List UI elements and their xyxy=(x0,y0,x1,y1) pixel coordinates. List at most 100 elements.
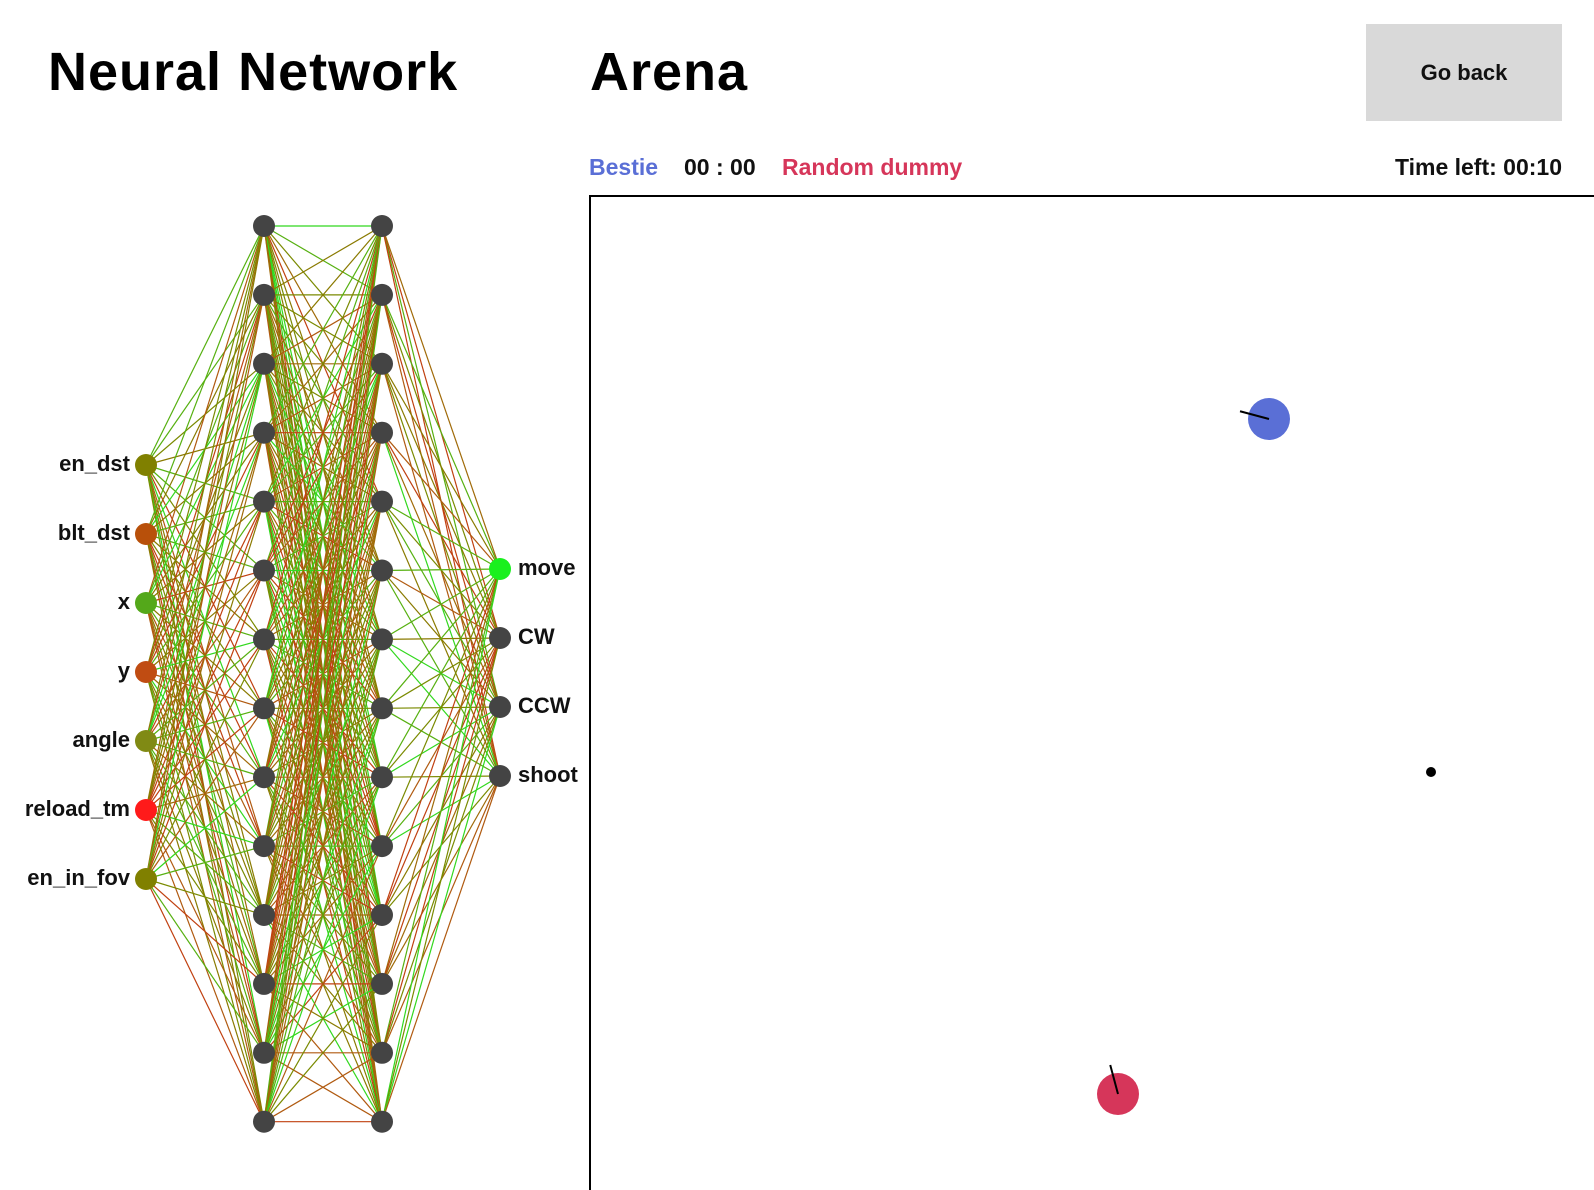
hidden2-node-9 xyxy=(371,835,393,858)
edge-in-h1-3-0 xyxy=(145,225,265,673)
edge-h1-h2-9-0 xyxy=(263,225,383,847)
edge-h2-out-7-0 xyxy=(381,568,501,709)
edge-in-h1-6-1 xyxy=(145,294,265,880)
input-node-blt_dst xyxy=(135,523,157,545)
hidden2-node-10 xyxy=(371,904,393,926)
hidden2-node-1 xyxy=(371,283,393,306)
edge-in-h1-6-7 xyxy=(145,707,265,880)
edge-h1-h2-13-1 xyxy=(263,294,383,1122)
edge-h1-h2-10-0 xyxy=(263,225,383,916)
edge-h2-out-3-0 xyxy=(381,432,501,570)
edge-h2-out-0-0 xyxy=(381,225,501,570)
output-label-CW: CW xyxy=(518,624,555,649)
hidden2-node-0 xyxy=(371,215,393,237)
hidden1-node-13 xyxy=(253,1110,275,1133)
bullet xyxy=(1426,767,1436,777)
edge-in-h1-2-0 xyxy=(145,225,265,604)
input-label-en_dst: en_dst xyxy=(59,451,131,476)
edge-h2-out-12-0 xyxy=(381,568,501,1053)
output-node-shoot xyxy=(489,765,511,787)
edge-h1-h2-7-0 xyxy=(263,225,383,709)
hidden1-node-2 xyxy=(253,352,275,375)
edge-h2-out-1-0 xyxy=(381,294,501,570)
edge-in-h1-4-0 xyxy=(145,225,265,742)
match-clock: 00 : 00 xyxy=(684,154,756,180)
network-nodes: en_dstblt_dstxyanglereload_tmen_in_fovmo… xyxy=(25,215,579,1133)
edge-in-h1-6-13 xyxy=(145,878,265,1122)
edge-h1-h2-2-0 xyxy=(263,225,383,365)
hidden2-node-4 xyxy=(371,490,393,513)
edge-h2-out-13-2 xyxy=(381,706,501,1122)
edge-h1-h2-13-2 xyxy=(263,363,383,1122)
edge-h2-out-9-0 xyxy=(381,568,501,847)
edge-in-h1-6-9 xyxy=(145,845,265,880)
edge-in-h1-6-6 xyxy=(145,639,265,880)
hidden2-node-5 xyxy=(371,559,393,582)
bot-bestie-heading xyxy=(1239,410,1270,420)
hidden1-node-5 xyxy=(253,559,275,582)
hidden2-node-13 xyxy=(371,1110,393,1133)
time-left: Time left: 00:10 xyxy=(1394,154,1562,180)
edge-h2-out-2-0 xyxy=(381,363,501,570)
input-label-angle: angle xyxy=(73,727,130,752)
edge-h1-h2-13-11 xyxy=(263,983,383,1123)
hidden2-node-12 xyxy=(371,1041,393,1064)
input-node-en_dst xyxy=(135,454,157,476)
output-label-shoot: shoot xyxy=(518,762,579,787)
edge-h2-out-8-0 xyxy=(381,568,501,778)
input-label-blt_dst: blt_dst xyxy=(58,520,131,545)
go-back-button[interactable]: Go back xyxy=(1366,24,1562,121)
hidden1-node-3 xyxy=(253,421,275,444)
edge-h1-h2-12-0 xyxy=(263,225,383,1053)
edge-h1-h2-13-5 xyxy=(263,570,383,1122)
edge-h2-out-13-3 xyxy=(381,775,501,1122)
edge-h1-h2-1-0 xyxy=(263,225,383,296)
edge-in-h1-6-4 xyxy=(145,501,265,880)
bot-random-dummy xyxy=(1097,1064,1139,1115)
output-label-CCW: CCW xyxy=(518,693,571,718)
hidden1-node-8 xyxy=(253,766,275,789)
hidden1-node-10 xyxy=(253,904,275,926)
edge-in-h1-6-3 xyxy=(145,432,265,880)
bot-bestie xyxy=(1239,398,1290,440)
edge-h2-out-10-0 xyxy=(381,568,501,916)
hidden2-node-11 xyxy=(371,972,393,995)
edge-h2-out-11-0 xyxy=(381,568,501,985)
edge-in-h1-6-10 xyxy=(145,878,265,916)
hidden1-node-11 xyxy=(253,972,275,995)
edge-h1-h2-13-7 xyxy=(263,708,383,1122)
output-node-CCW xyxy=(489,696,511,718)
edge-in-h1-6-2 xyxy=(145,363,265,880)
hidden1-node-0 xyxy=(253,215,275,237)
output-node-CW xyxy=(489,627,511,649)
arena-title: Arena xyxy=(590,42,749,102)
player2-name: Random dummy xyxy=(782,154,963,180)
input-label-reload_tm: reload_tm xyxy=(25,796,130,821)
input-label-x: x xyxy=(118,589,131,614)
edge-h1-h2-13-4 xyxy=(263,501,383,1122)
arena-field xyxy=(1097,398,1436,1115)
edge-in-h1-1-0 xyxy=(145,225,265,535)
neural-network-title: Neural Network xyxy=(48,42,459,102)
network-edges xyxy=(145,225,501,1123)
edge-in-h1-5-0 xyxy=(145,225,265,811)
edge-h1-h2-4-0 xyxy=(263,225,383,502)
input-node-reload_tm xyxy=(135,799,157,821)
edge-h2-out-13-0 xyxy=(381,568,501,1122)
edge-h1-h2-3-0 xyxy=(263,225,383,433)
edge-h2-out-5-0 xyxy=(381,568,501,572)
hidden1-node-4 xyxy=(253,490,275,513)
hidden1-node-12 xyxy=(253,1041,275,1064)
hidden1-node-6 xyxy=(253,628,275,651)
edge-h1-h2-6-0 xyxy=(263,225,383,640)
edge-h1-h2-13-0 xyxy=(263,225,383,1122)
player1-name: Bestie xyxy=(589,154,659,180)
input-label-y: y xyxy=(118,658,131,683)
arena-canvas[interactable] xyxy=(589,195,1594,1190)
edge-h1-h2-13-6 xyxy=(263,639,383,1122)
hidden1-node-7 xyxy=(253,697,275,720)
edge-h2-out-13-1 xyxy=(381,637,501,1122)
edge-in-h1-6-5 xyxy=(145,570,265,880)
hidden1-node-9 xyxy=(253,835,275,858)
